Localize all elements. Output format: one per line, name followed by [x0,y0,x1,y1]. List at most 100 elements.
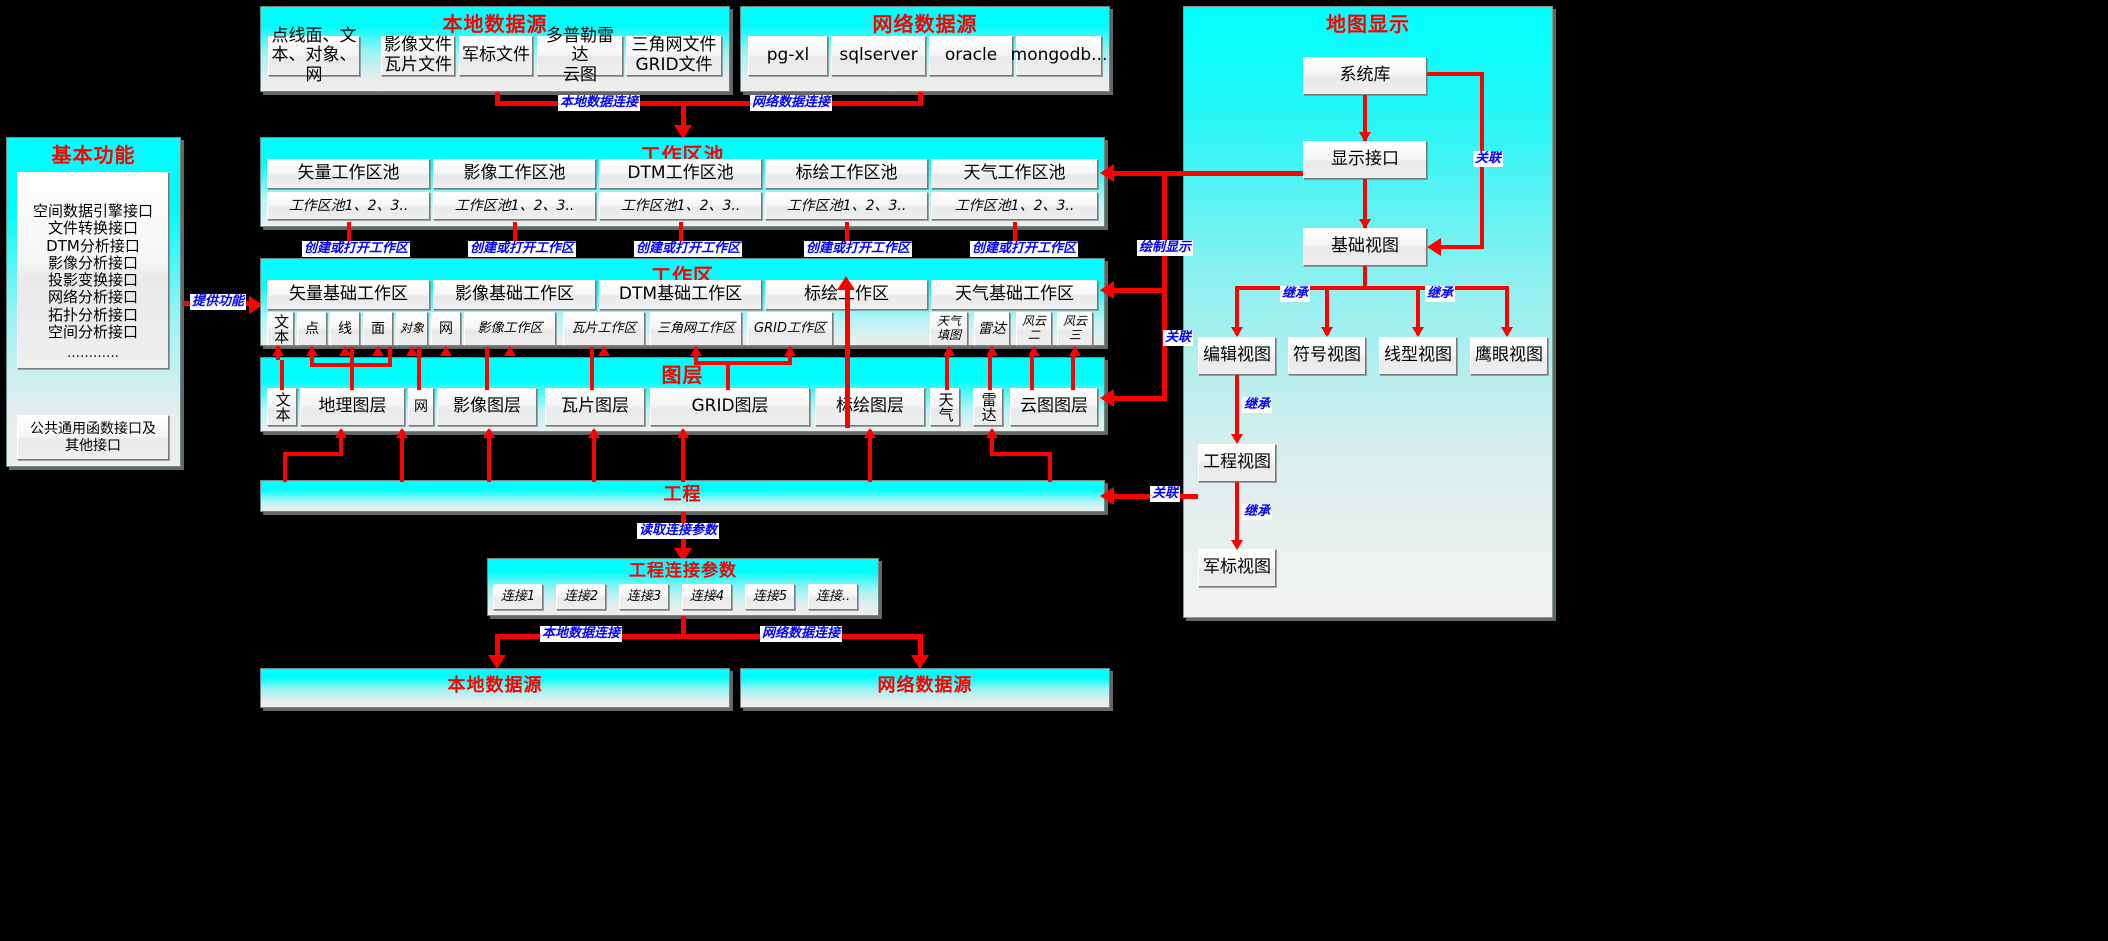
edge-proj-2-arrow [483,428,495,438]
edge-label-create-ws-3: 创建或打开工作区 [804,241,913,257]
edge-layer-ws-b-drop [350,363,354,390]
net-source-item-2[interactable]: oracle [929,36,1013,76]
edge-up-arrow-1 [306,346,318,356]
edge-base-b1 [1325,286,1329,335]
map-node-eagle-view[interactable]: 鹰眼视图 [1470,337,1548,375]
pool-column-1-label: 影像工作区池 [463,163,566,184]
local-source-item-4[interactable]: 三角网文件 GRID文件 [626,36,722,76]
workspace-sub-5[interactable]: 网 [431,312,461,346]
pool-instance-3-label: 工作区池1、2、3.. [786,197,907,214]
basic-iface-8: ………… [67,346,119,361]
net-source-item-1[interactable]: sqlserver [831,36,926,76]
conn-param-0[interactable]: 连接1 [493,584,543,610]
map-node-display-iface[interactable]: 显示接口 [1303,141,1427,179]
edge-base-b3-arrow [1501,327,1513,337]
workspace-sub-0[interactable]: 文本 [267,312,294,346]
conn-param-2[interactable]: 连接3 [619,584,669,610]
map-node-system-lib[interactable]: 系统库 [1303,57,1427,95]
edge-label-inherit-project: 继承 [1242,397,1273,413]
workspace-sub-6[interactable]: 影像工作区 [464,312,556,346]
workspace-sub-13[interactable]: 风云 三 [1057,312,1093,346]
local-source-item-1[interactable]: 影像文件 瓦片文件 [381,36,455,76]
layer-item-0[interactable]: 文本 [267,388,297,426]
layer-item-9[interactable]: 云图图层 [1010,388,1098,426]
basic-iface-6: 拓扑分析接口 [47,305,138,324]
layer-item-6[interactable]: 标绘图层 [815,388,925,426]
local-data-source-title: 本地数据源 [442,12,548,36]
local-source-item-0[interactable]: 点线面、文 本、对象、网 [268,26,360,84]
pool-instance-2[interactable]: 工作区池1、2、3.. [599,192,762,220]
layer-item-5[interactable]: GRID图层 [650,388,810,426]
conn-param-1[interactable]: 连接2 [556,584,606,610]
pool-instance-0-label: 工作区池1、2、3.. [288,197,409,214]
pool-column-3[interactable]: 标绘工作区池 [765,159,928,189]
workspace-sub-7[interactable]: 瓦片工作区 [563,312,645,346]
map-node-project-view[interactable]: 工程视图 [1198,444,1276,482]
workspace-sub-8[interactable]: 三角网工作区 [650,312,742,346]
layer-item-3[interactable]: 影像图层 [437,388,537,426]
workspace-sub-3[interactable]: 面 [363,312,393,346]
edge-up-arrow-8 [690,346,702,356]
pool-column-4[interactable]: 天气工作区池 [931,159,1098,189]
workspace-sub-13-label: 风云 三 [1062,314,1087,342]
layer-item-7[interactable]: 天气 [930,388,960,426]
conn-param-3[interactable]: 连接4 [682,584,732,610]
pool-instance-4[interactable]: 工作区池1、2、3.. [931,192,1098,220]
layer-item-4[interactable]: 瓦片图层 [545,388,645,426]
edge-label-net-data-conn-bottom: 网络数据连接 [760,626,843,642]
basic-functions-title: 基本功能 [51,143,136,167]
workspace-sub-1[interactable]: 点 [297,312,327,346]
edge-up-arrow-11 [986,346,998,356]
map-node-base-view[interactable]: 基础视图 [1303,228,1427,266]
basic-functions-common-interface[interactable]: 公共通用函数接口及 其他接口 [17,415,169,460]
pool-instance-3[interactable]: 工作区池1、2、3.. [765,192,928,220]
workspace-column-0[interactable]: 矢量基础工作区 [267,280,430,310]
basic-functions-interface-list: 空间数据引擎接口 文件转换接口 DTM分析接口 影像分析接口 投影变换接口 网络… [17,172,169,369]
edge-pool-ws-4 [1013,222,1017,244]
workspace-sub-2[interactable]: 线 [330,312,360,346]
map-node-edit-view[interactable]: 编辑视图 [1198,337,1276,375]
workspace-sub-12[interactable]: 风云 二 [1016,312,1052,346]
layer-item-8[interactable]: 雷达 [973,388,1003,426]
local-source-item-3[interactable]: 多普勒雷达 云图 [537,26,623,84]
workspace-sub-4[interactable]: 对象 [396,312,428,346]
pool-instance-0[interactable]: 工作区池1、2、3.. [267,192,430,220]
edge-label-local-data-conn-bottom: 本地数据连接 [540,626,623,642]
pool-column-2[interactable]: DTM工作区池 [599,159,762,189]
workspace-sub-9[interactable]: GRID工作区 [747,312,833,346]
edge-base-b0 [1235,286,1239,335]
edge-proj-5-arrow [864,428,876,438]
workspace-sub-11[interactable]: 雷达 [974,312,1010,346]
conn-param-5[interactable]: 连接.. [808,584,858,610]
map-node-military-view[interactable]: 军标视图 [1198,549,1276,587]
layer-item-1[interactable]: 地理图层 [300,388,405,426]
edge-biaohui-up-arrow [837,276,855,290]
edge-label-assoc-right: 关联 [1473,151,1504,167]
panel-bottom-network-data-source: 网络数据源 [740,668,1110,708]
workspace-column-4[interactable]: 天气基础工作区 [931,280,1098,310]
edge-label-inherit-right: 继承 [1425,286,1456,302]
layer-item-2[interactable]: 网 [408,388,434,426]
workspace-column-2[interactable]: DTM基础工作区 [599,280,762,310]
map-node-line-view[interactable]: 线型视图 [1379,337,1457,375]
local-source-item-2[interactable]: 军标文件 [459,36,533,76]
net-source-item-0[interactable]: pg-xl [748,36,828,76]
edge-base-b2 [1416,286,1420,335]
workspace-column-1[interactable]: 影像基础工作区 [433,280,596,310]
map-node-symbol-view[interactable]: 符号视图 [1288,337,1366,375]
net-source-item-3[interactable]: mongodb... [1011,36,1107,76]
edge-render-v [1162,171,1167,401]
pool-column-1[interactable]: 影像工作区池 [433,159,596,189]
map-node-symbol-view-label: 符号视图 [1293,345,1361,366]
workspace-column-4-label: 天气基础工作区 [955,284,1074,305]
basic-iface-2: DTM分析接口 [46,236,140,255]
edge-pool-ws-1 [513,222,517,244]
pool-column-0[interactable]: 矢量工作区池 [267,159,430,189]
conn-param-4[interactable]: 连接5 [745,584,795,610]
workspace-sub-7-label: 瓦片工作区 [571,320,637,336]
edge-layer-ws-a [280,360,284,390]
pool-instance-1[interactable]: 工作区池1、2、3.. [433,192,596,220]
edge-pool-ws-2 [679,222,683,244]
workspace-sub-10[interactable]: 天气 填图 [930,312,968,346]
workspace-sub-12-label: 风云 二 [1021,314,1046,342]
